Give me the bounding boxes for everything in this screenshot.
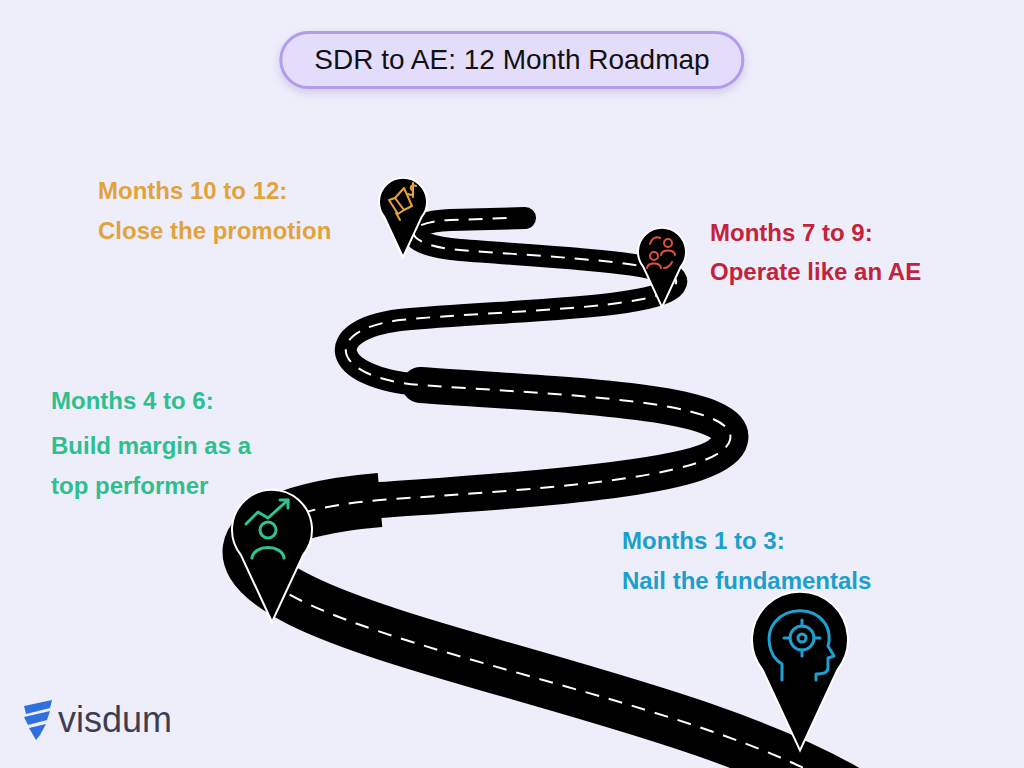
pin-months-7-9: [638, 228, 686, 307]
stage-goal: Close the promotion: [98, 216, 331, 245]
title-pill: SDR to AE: 12 Month Roadmap: [279, 31, 744, 89]
logo-mark: [24, 700, 52, 740]
brand-name: visdum: [58, 698, 172, 741]
stage-goal: Nail the fundamentals: [622, 566, 871, 595]
pin-months-4-6: [232, 490, 312, 622]
road: [250, 218, 860, 768]
stage-heading: Months 1 to 3:: [622, 526, 785, 555]
stage-goal: Build margin as a top performer: [51, 426, 291, 506]
stage-goal: Operate like an AE: [710, 257, 921, 286]
stage-heading: Months 10 to 12:: [98, 176, 287, 205]
stage-heading: Months 4 to 6:: [51, 386, 214, 415]
pin-months-10-12: [379, 178, 427, 257]
stage-heading: Months 7 to 9:: [710, 218, 873, 247]
road-center-line: [250, 218, 845, 768]
pin-months-1-3: [752, 592, 848, 751]
title: SDR to AE: 12 Month Roadmap: [314, 44, 709, 75]
